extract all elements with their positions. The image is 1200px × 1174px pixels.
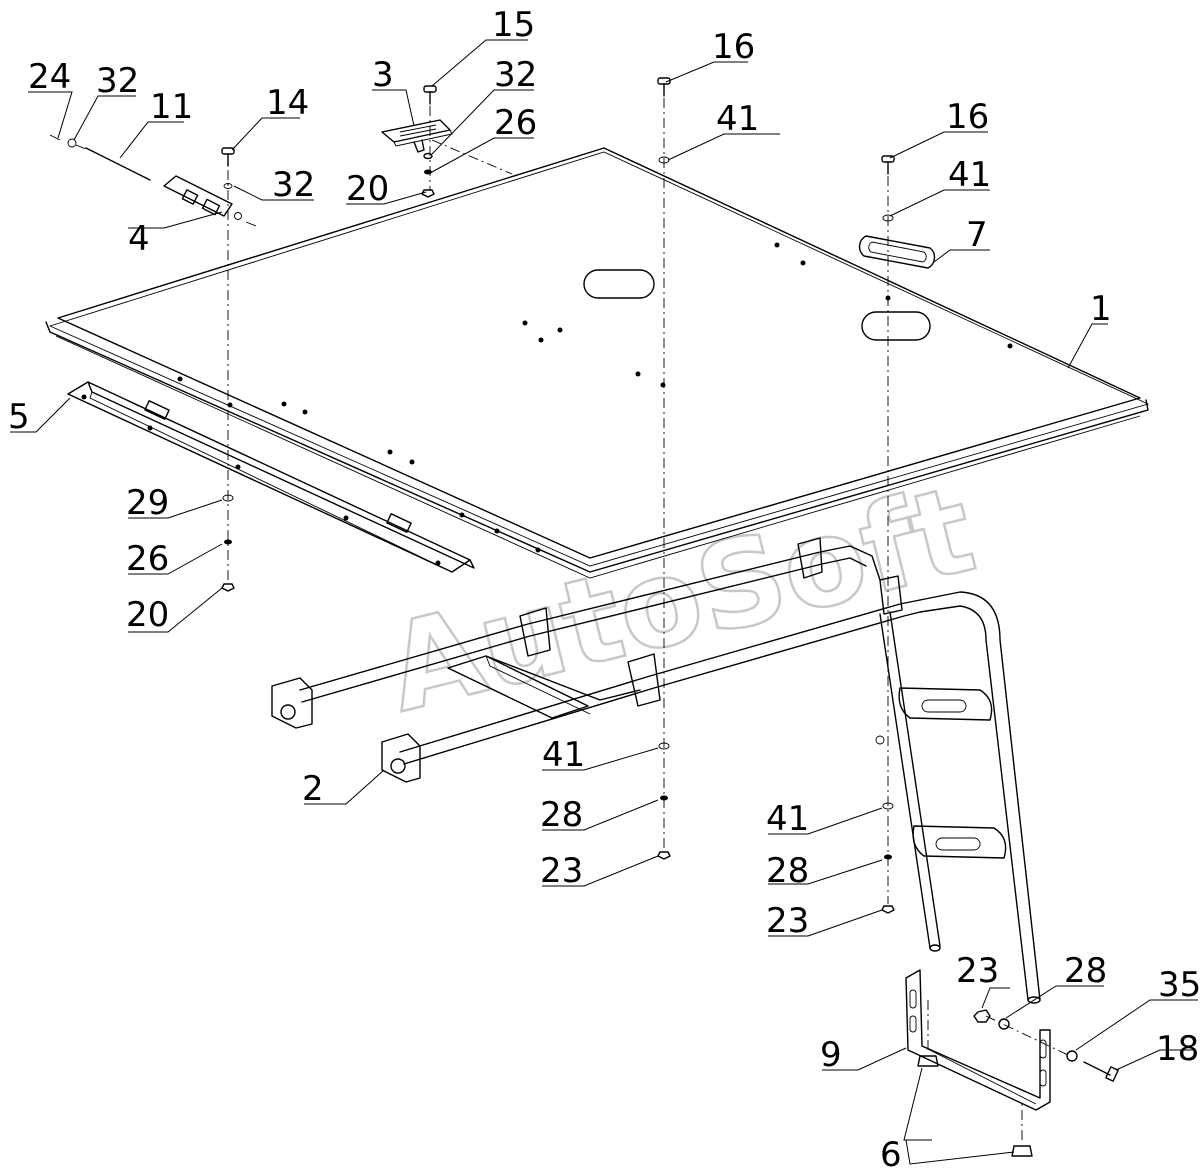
- callout-28: 28: [766, 851, 809, 891]
- hinge-strip: [67, 381, 475, 573]
- callout-41: 41: [542, 735, 585, 775]
- callout-2: 2: [302, 769, 324, 809]
- callout-leaders: [10, 39, 1198, 1165]
- callout-9: 9: [820, 1035, 842, 1075]
- callout-15: 15: [492, 5, 535, 45]
- mounting-bracket: [905, 969, 1051, 1111]
- callout-20: 20: [346, 169, 389, 209]
- callout-28: 28: [1064, 951, 1107, 991]
- callout-16: 16: [712, 27, 755, 67]
- callout-35: 35: [1158, 965, 1200, 1005]
- callout-11: 11: [150, 87, 193, 127]
- callout-28: 28: [540, 795, 583, 835]
- callout-32: 32: [96, 61, 139, 101]
- callout-18: 18: [1156, 1029, 1199, 1069]
- callout-5: 5: [8, 397, 30, 437]
- callout-20: 20: [126, 595, 169, 635]
- pin-washer: [67, 138, 77, 148]
- callout-23: 23: [956, 951, 999, 991]
- callout-32: 32: [272, 165, 315, 205]
- callout-32: 32: [494, 55, 537, 95]
- callout-41: 41: [716, 99, 759, 139]
- support-frame: [271, 537, 1041, 1004]
- hinge-pin: [85, 147, 151, 181]
- callout-26: 26: [494, 103, 537, 143]
- callout-23: 23: [540, 851, 583, 891]
- hinge-bracket: [163, 175, 257, 227]
- fasteners: [221, 77, 1119, 1157]
- callout-23: 23: [766, 901, 809, 941]
- assembly-axes: [75, 98, 1071, 1140]
- callout-41: 41: [766, 799, 809, 839]
- callout-26: 26: [126, 539, 169, 579]
- callout-4: 4: [128, 219, 150, 259]
- grommet-ring: [858, 235, 936, 269]
- callout-6: 6: [880, 1135, 902, 1174]
- callout-1: 1: [1090, 289, 1112, 329]
- callout-29: 29: [126, 483, 169, 523]
- callout-16: 16: [946, 97, 989, 137]
- callout-3: 3: [372, 55, 394, 95]
- callout-7: 7: [966, 215, 988, 255]
- callout-41: 41: [948, 155, 991, 195]
- cotter-pin: [49, 134, 61, 141]
- roof-panel: [45, 147, 1150, 579]
- callout-labels: 24 32 11 14 4 32 15 3 32 26 20 16 41 16 …: [8, 5, 1200, 1174]
- callout-24: 24: [28, 57, 71, 97]
- latch-plate: [381, 119, 453, 153]
- callout-14: 14: [266, 83, 309, 123]
